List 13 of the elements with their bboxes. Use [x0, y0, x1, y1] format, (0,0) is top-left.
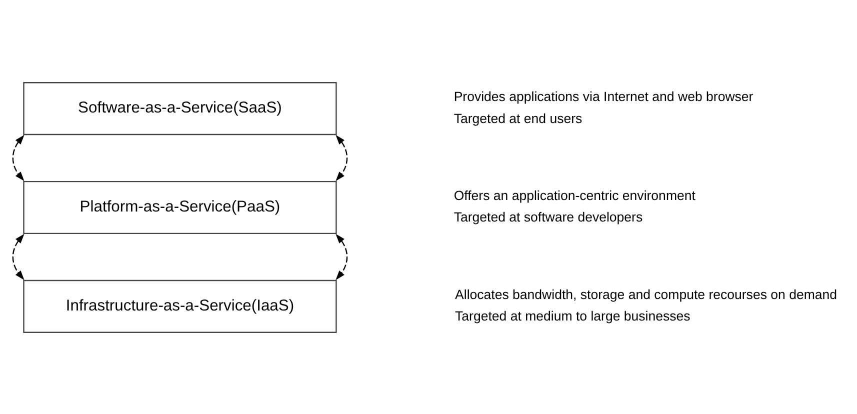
node-box: Infrastructure-as-a-Service(IaaS) [23, 279, 337, 332]
arrow [336, 233, 348, 280]
node-label: Offers an application-centric environment [454, 188, 696, 203]
node-label: Provides applications via Internet and web browser [454, 88, 754, 104]
node-label: Allocates bandwidth, storage and compute recourses on demand [455, 286, 838, 302]
node-box: Software-as-a-Service(SaaS) [23, 82, 337, 135]
node-label: Targeted at end users [454, 110, 582, 126]
arrow [12, 233, 24, 280]
node-label: Targeted at medium to large businesses [455, 308, 690, 324]
arrow [12, 134, 24, 181]
node-label: Targeted at software developers [454, 209, 643, 224]
node-box: Platform-as-a-Service(PaaS) [23, 180, 337, 234]
arrow [336, 134, 348, 181]
